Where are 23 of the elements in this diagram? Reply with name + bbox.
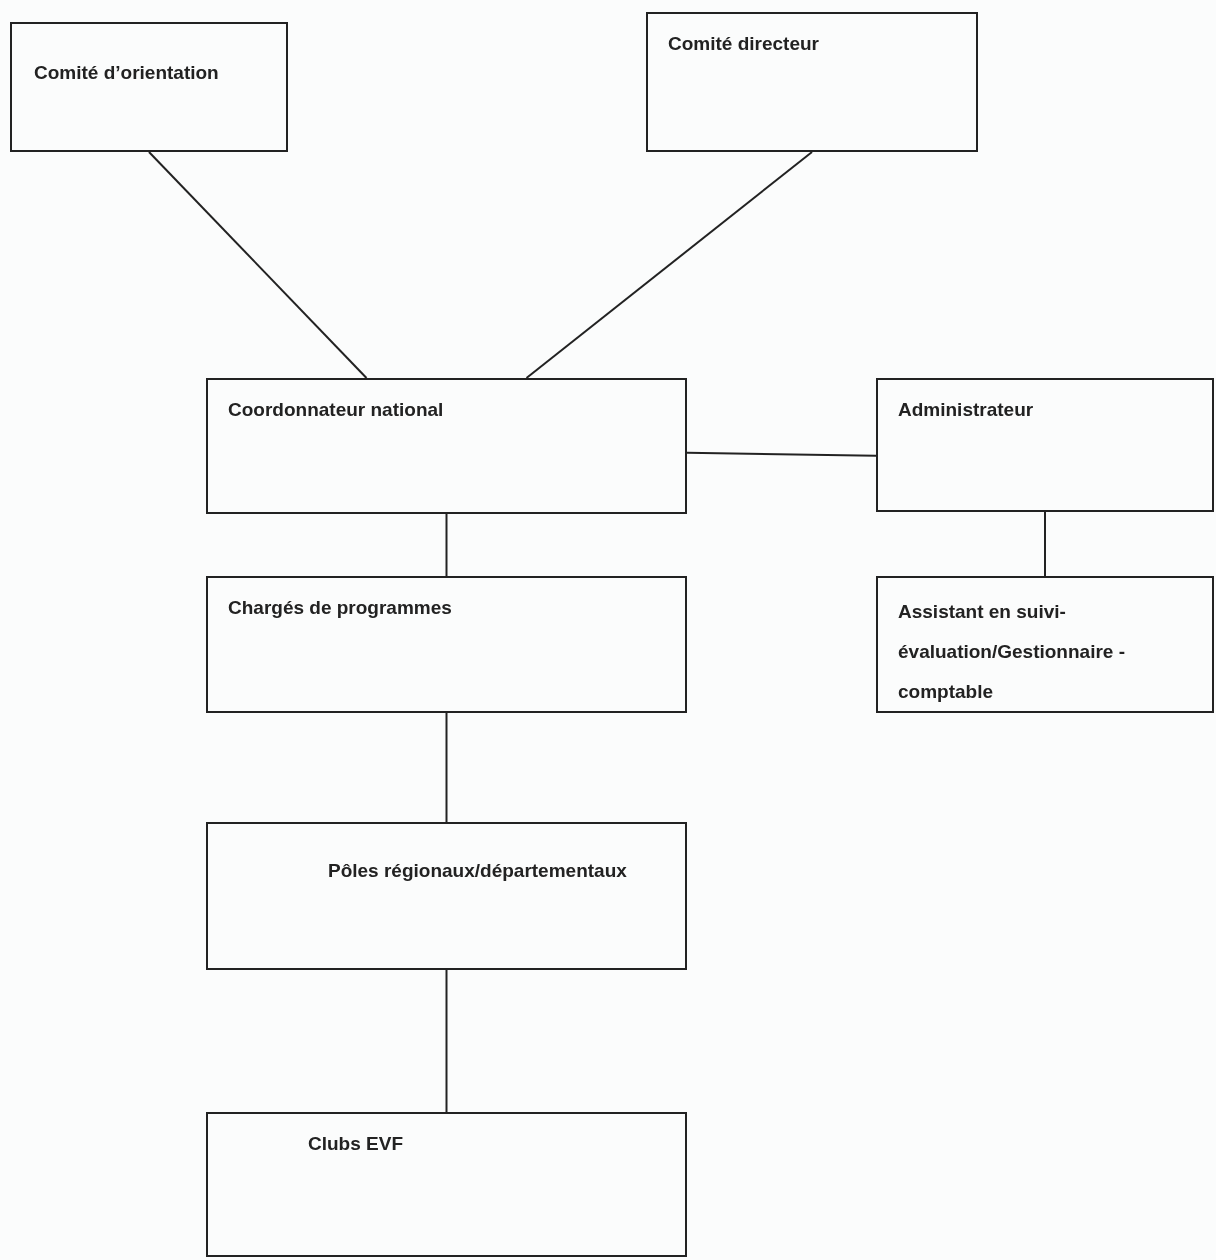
box-label: Comité d’orientation bbox=[34, 61, 219, 85]
connector-line bbox=[445, 513, 448, 577]
box-label: Chargés de programmes bbox=[228, 596, 452, 620]
org-box bbox=[206, 576, 687, 713]
box-label: Coordonnateur national bbox=[228, 398, 444, 422]
org-box bbox=[646, 12, 978, 152]
box-label: Clubs EVF bbox=[308, 1132, 403, 1156]
box-label: Assistant en suivi-évaluation/Gestionnaire -comptable bbox=[898, 600, 1126, 704]
org-box bbox=[876, 378, 1214, 512]
connector-line bbox=[686, 451, 877, 457]
box-label: Administrateur bbox=[898, 398, 1034, 422]
org-box bbox=[206, 378, 687, 514]
connector-line bbox=[445, 969, 448, 1113]
connector-line bbox=[525, 151, 813, 379]
box-label: Pôles régionaux/départementaux bbox=[327, 859, 627, 883]
connector-line bbox=[148, 151, 368, 379]
connector-line bbox=[445, 712, 448, 823]
org-box bbox=[876, 576, 1214, 713]
org-box bbox=[206, 1112, 687, 1257]
org-box bbox=[10, 22, 288, 152]
box-label: Comité directeur bbox=[668, 32, 819, 56]
org-box bbox=[206, 822, 687, 970]
connector-line bbox=[1044, 511, 1046, 577]
